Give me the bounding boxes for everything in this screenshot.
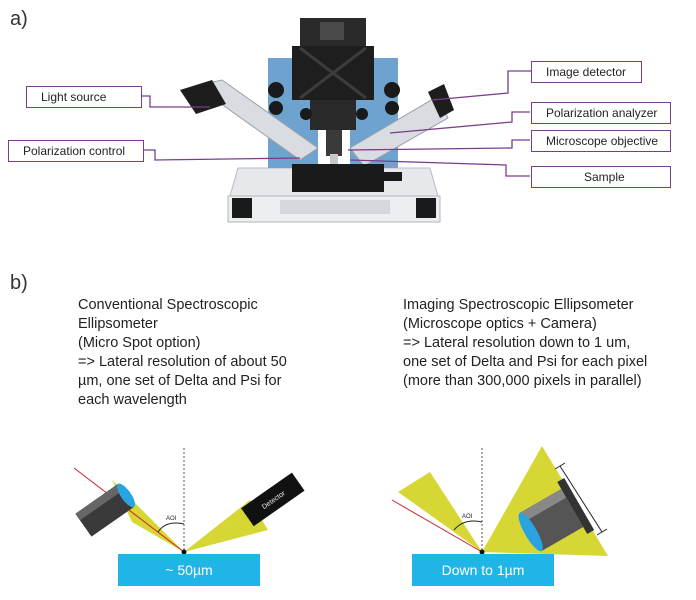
- conventional-description: Conventional Spectroscopic Ellipsometer …: [78, 296, 287, 410]
- imaging-sample-block: [412, 554, 554, 586]
- conventional-line-1: Conventional Spectroscopic: [78, 297, 258, 313]
- imaging-line-4: one set of Delta and Psi for each pixel: [403, 354, 648, 370]
- callout-microscope-objective: Microscope objective: [531, 130, 671, 152]
- callout-light-source: Light source: [26, 86, 142, 108]
- callout-polarization-control: Polarization control: [8, 140, 144, 162]
- imaging-line-5: (more than 300,000 pixels in parallel): [403, 373, 642, 389]
- imaging-line-3: => Lateral resolution down to 1 um,: [403, 335, 631, 351]
- conventional-line-5: µm, one set of Delta and Psi for: [78, 373, 282, 389]
- conventional-line-3: (Micro Spot option): [78, 335, 201, 351]
- callout-image-detector: Image detector: [531, 61, 642, 83]
- figure-part-b-label: b): [10, 272, 28, 294]
- imaging-sample-label: Down to 1µm: [441, 562, 525, 578]
- conventional-sample-block: [118, 554, 260, 586]
- figure-part-a-label: a): [10, 8, 28, 30]
- conventional-line-4: => Lateral resolution of about 50: [78, 354, 287, 370]
- imaging-line-2: (Microscope optics + Camera): [403, 316, 597, 332]
- conventional-aoi-label: AOI: [166, 516, 177, 522]
- conventional-line-2: Ellipsometer: [78, 316, 158, 332]
- conventional-line-6: each wavelength: [78, 392, 187, 408]
- imaging-aoi-label: AOI: [462, 514, 473, 520]
- callout-polarization-analyzer: Polarization analyzer: [531, 102, 671, 124]
- conventional-sample-label: ~ 50µm: [165, 562, 213, 578]
- callout-sample: Sample: [531, 166, 671, 188]
- imaging-line-1: Imaging Spectroscopic Ellipsometer: [403, 297, 634, 313]
- imaging-description: Imaging Spectroscopic Ellipsometer (Micr…: [403, 296, 647, 391]
